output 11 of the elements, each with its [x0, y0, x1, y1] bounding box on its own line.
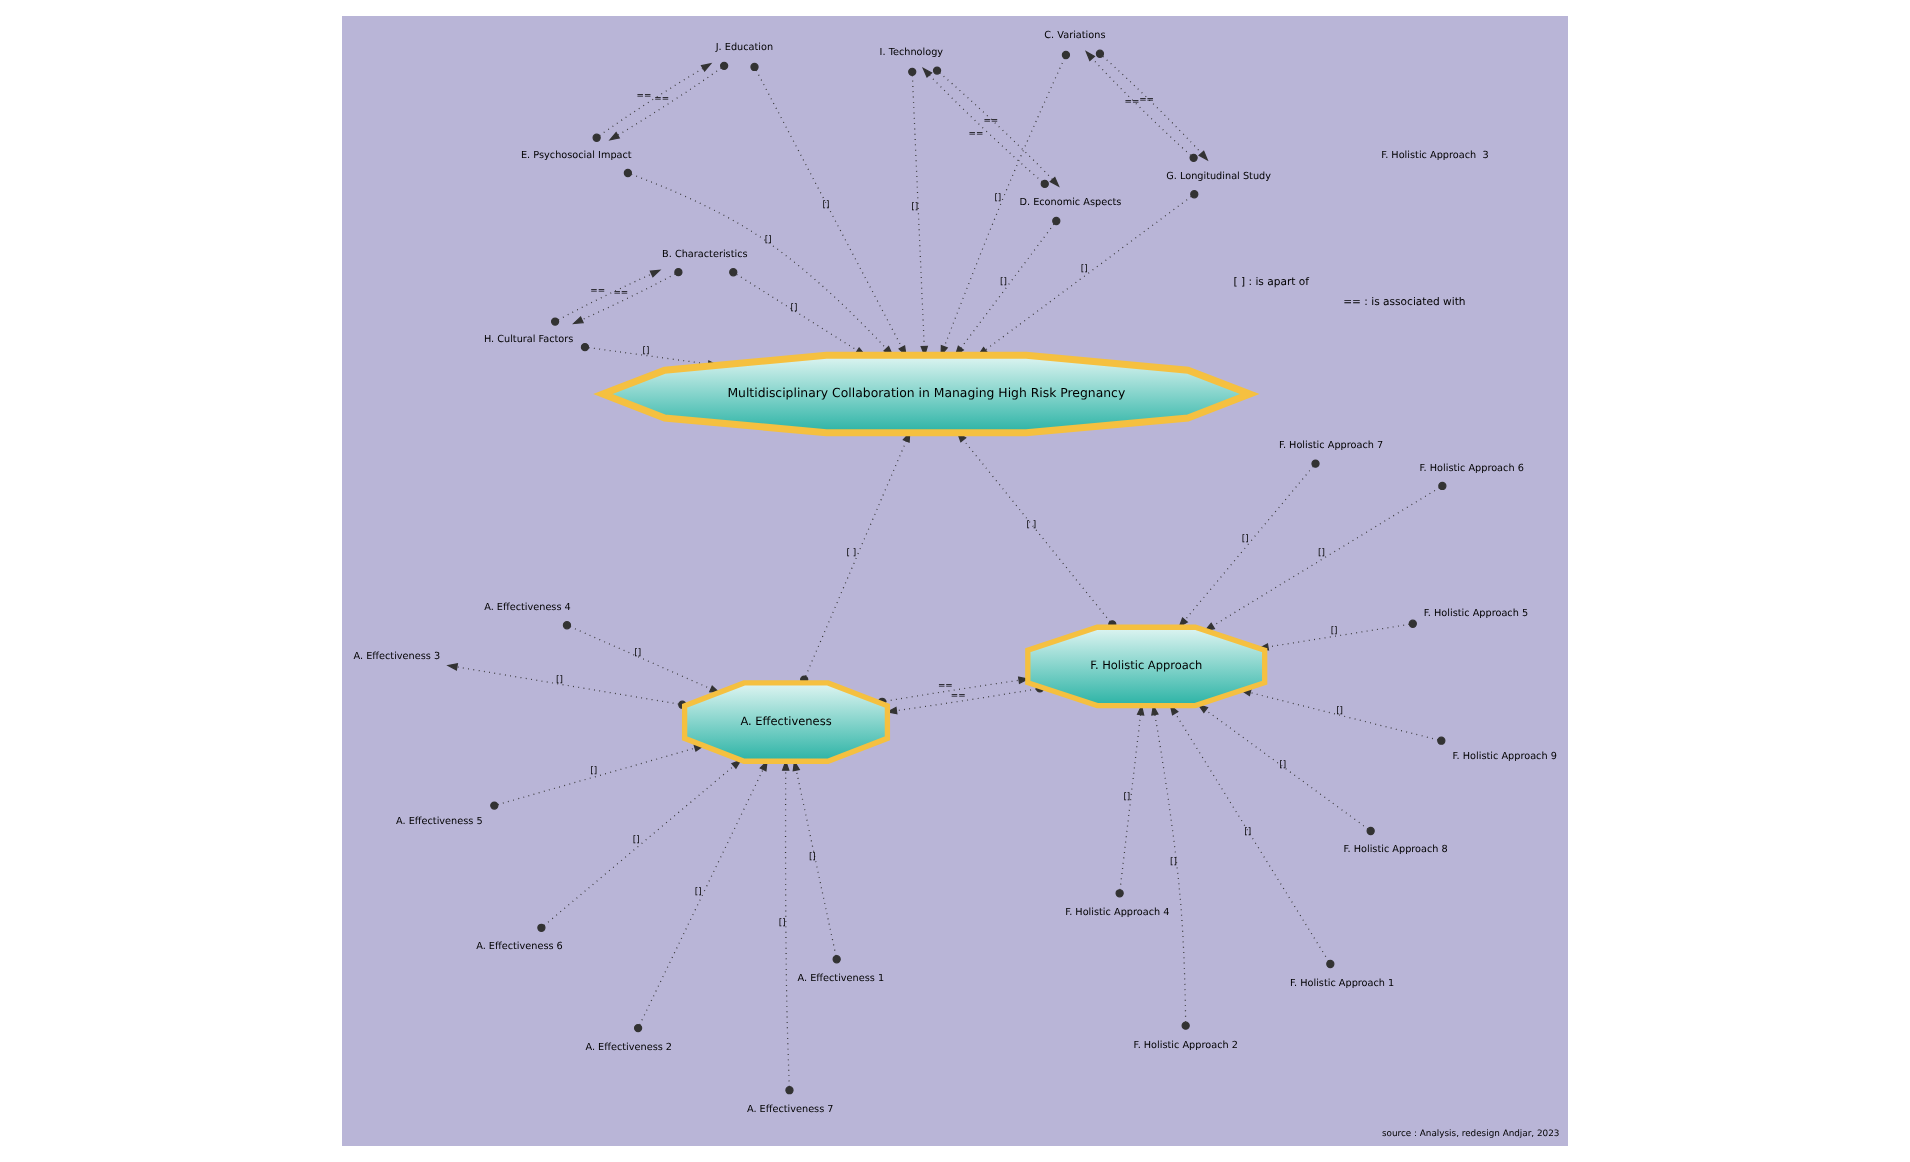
arrow [792, 759, 841, 964]
arrow [1084, 50, 1198, 162]
arrow [932, 66, 1060, 188]
arrow [608, 61, 729, 141]
arrow [921, 67, 1049, 189]
arrow [550, 269, 662, 326]
arrow [592, 62, 713, 142]
arrow [781, 759, 794, 1095]
arrow [1095, 49, 1209, 162]
arrow [572, 268, 683, 325]
arrow [1151, 703, 1190, 1030]
